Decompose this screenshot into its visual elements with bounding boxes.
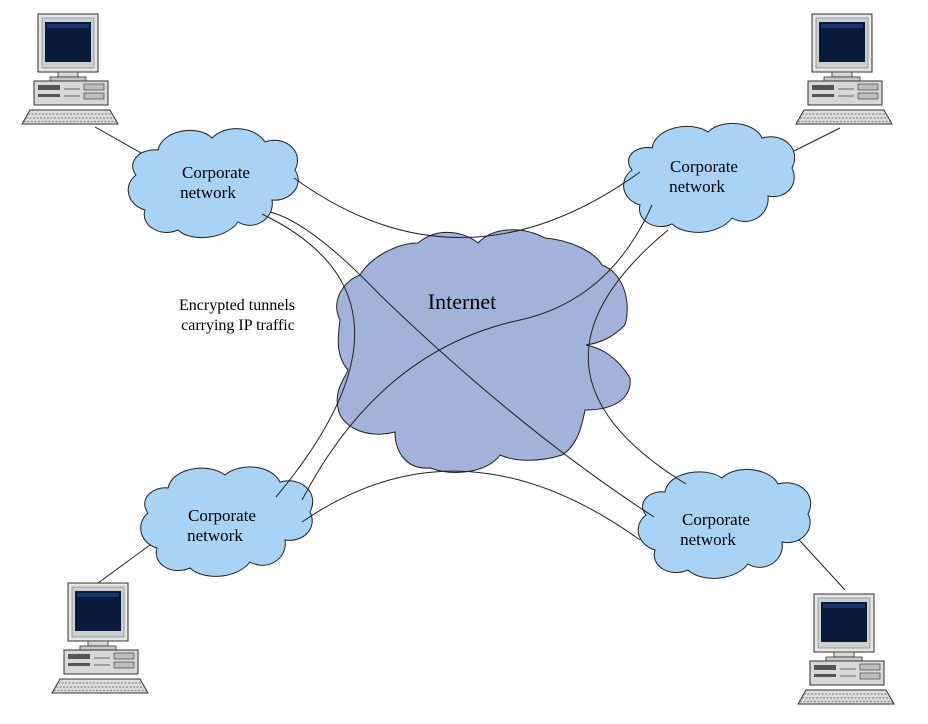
tunnel-caption-line2: carrying IP traffic — [181, 317, 295, 334]
corporate-cloud-top-left — [127, 128, 299, 239]
network-label-top-right-line1: Corporate — [670, 157, 738, 176]
corporate-cloud-top-right — [623, 122, 796, 233]
network-label-top-left-line2: network — [180, 183, 236, 202]
internet-cloud-icon — [336, 229, 631, 473]
network-label-top-right-line2: network — [669, 177, 725, 196]
tunnel-tl-br — [269, 211, 655, 518]
internet-label: Internet — [428, 289, 496, 314]
desktop-computer-icon — [797, 593, 895, 705]
network-label-bottom-left-line1: Corporate — [188, 506, 256, 525]
corporate-cloud-bottom-right — [637, 468, 812, 579]
corporate-cloud-bottom-left — [140, 466, 314, 577]
network-label-bottom-right-line1: Corporate — [682, 510, 750, 529]
network-label-bottom-left-line2: network — [187, 526, 243, 545]
tunnel-tr-br — [587, 229, 687, 485]
desktop-computer-icon — [795, 13, 893, 125]
desktop-computer-icon — [21, 13, 119, 125]
access-line-bottom-left — [97, 544, 151, 584]
network-label-top-left-line1: Corporate — [182, 163, 250, 182]
tunnel-tl-tr — [293, 171, 641, 238]
network-label-bottom-right-line2: network — [680, 530, 736, 549]
tunnel-tl-bl — [261, 213, 355, 498]
tunnel-tr-bl — [301, 204, 653, 501]
tunnel-bl-br — [301, 470, 641, 541]
tunnel-caption-line1: Encrypted tunnels — [179, 297, 295, 314]
desktop-computer-icon — [51, 582, 149, 694]
